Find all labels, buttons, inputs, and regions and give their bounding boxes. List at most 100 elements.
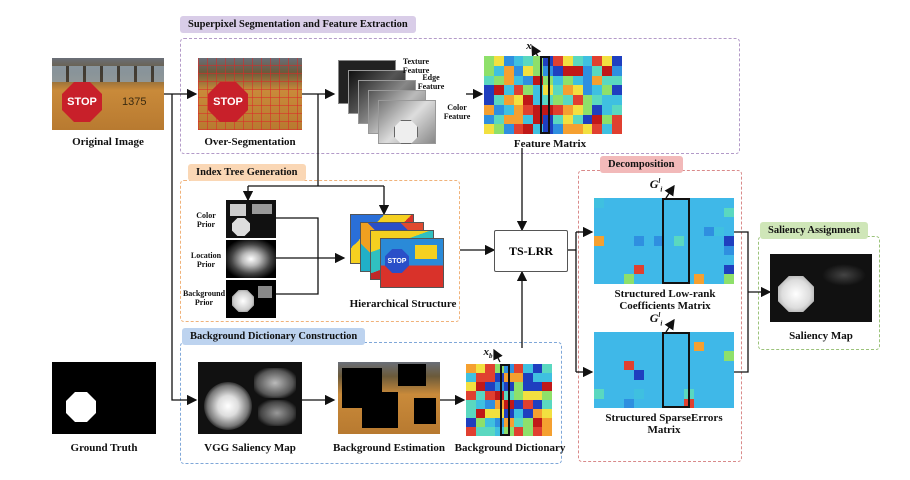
matrix-cell <box>523 95 534 105</box>
matrix-cell <box>694 398 704 408</box>
matrix-cell <box>714 389 724 399</box>
matrix-cell <box>624 351 634 361</box>
matrix-cell <box>664 332 674 342</box>
matrix-cell <box>503 124 514 134</box>
matrix-cell <box>654 389 664 399</box>
matrix-cell <box>654 398 664 408</box>
location-prior-image <box>226 240 276 278</box>
matrix-cell <box>724 236 734 246</box>
matrix-cell <box>694 264 704 275</box>
matrix-cell <box>614 207 624 218</box>
matrix-cell <box>714 341 724 351</box>
over-segmentation-label: Over-Segmentation <box>204 136 296 148</box>
matrix-cell <box>562 56 573 66</box>
matrix-cell <box>542 409 552 418</box>
matrix-cell <box>604 274 614 284</box>
matrix-cell <box>694 341 704 351</box>
matrix-cell <box>533 104 544 115</box>
matrix-cell <box>674 370 684 380</box>
matrix-cell <box>654 236 664 246</box>
matrix-cell <box>674 236 684 246</box>
matrix-cell <box>614 226 624 237</box>
sparse-errors-label: Structured SparseErrors Matrix <box>605 412 723 437</box>
matrix-cell <box>493 65 504 76</box>
matrix-cell <box>614 398 624 408</box>
matrix-cell <box>614 236 624 246</box>
matrix-cell <box>644 379 654 389</box>
matrix-cell <box>533 75 544 86</box>
matrix-cell <box>664 341 674 351</box>
matrix-cell <box>664 264 674 275</box>
matrix-cell <box>694 351 704 361</box>
matrix-cell <box>634 207 644 218</box>
matrix-cell <box>602 124 613 134</box>
matrix-cell <box>714 351 724 361</box>
matrix-cell <box>694 236 704 246</box>
matrix-cell <box>533 124 544 134</box>
matrix-cell <box>513 391 524 400</box>
matrix-cell <box>704 198 714 208</box>
matrix-cell <box>594 236 604 246</box>
matrix-cell <box>714 217 724 227</box>
matrix-cell <box>532 427 543 436</box>
matrix-cell <box>644 274 654 284</box>
ground-truth-image <box>52 362 156 434</box>
matrix-cell <box>634 341 644 351</box>
matrix-cell <box>562 75 573 86</box>
matrix-cell <box>523 124 534 134</box>
texture-feature-label: Texture Feature <box>402 57 430 75</box>
background-estimation-label: Background Estimation <box>333 442 445 454</box>
matrix-cell <box>466 418 476 427</box>
matrix-cell <box>494 418 505 427</box>
matrix-cell <box>604 379 614 389</box>
matrix-cell <box>654 370 664 380</box>
matrix-cell <box>572 104 583 115</box>
matrix-cell <box>724 370 734 380</box>
matrix-cell <box>503 56 514 66</box>
matrix-cell <box>484 104 494 115</box>
matrix-cell <box>592 114 603 125</box>
matrix-cell <box>475 418 486 427</box>
matrix-cell <box>634 255 644 265</box>
matrix-cell <box>654 264 664 275</box>
x-b-label: xb <box>483 346 493 361</box>
stop-text: STOP <box>67 96 97 108</box>
matrix-cell <box>694 370 704 380</box>
matrix-cell <box>612 85 622 95</box>
matrix-cell <box>612 65 622 76</box>
vgg-saliency-image <box>198 362 302 434</box>
matrix-cell <box>714 245 724 256</box>
matrix-cell <box>523 85 534 95</box>
matrix-cell <box>654 245 664 256</box>
matrix-cell <box>533 56 544 66</box>
matrix-cell <box>714 226 724 237</box>
matrix-cell <box>582 85 593 95</box>
matrix-cell <box>714 360 724 370</box>
matrix-cell <box>654 217 664 227</box>
sparse-errors-column-highlight <box>662 332 690 408</box>
x-i-label: xi <box>526 40 534 55</box>
matrix-cell <box>513 400 524 409</box>
matrix-cell <box>523 427 533 436</box>
matrix-cell <box>475 382 486 391</box>
matrix-cell <box>592 104 603 115</box>
matrix-cell <box>724 264 734 275</box>
matrix-cell <box>624 332 634 342</box>
matrix-cell <box>664 351 674 361</box>
matrix-cell <box>592 95 603 105</box>
matrix-cell <box>604 341 614 351</box>
matrix-cell <box>466 391 476 400</box>
matrix-cell <box>704 351 714 361</box>
matrix-cell <box>594 255 604 265</box>
matrix-cell <box>724 332 734 342</box>
matrix-cell <box>485 391 495 400</box>
background-prior-label: Background Prior <box>182 289 226 307</box>
matrix-cell <box>594 398 604 408</box>
matrix-cell <box>644 217 654 227</box>
matrix-cell <box>604 255 614 265</box>
matrix-cell <box>532 382 543 391</box>
matrix-cell <box>592 75 603 86</box>
matrix-cell <box>485 409 495 418</box>
matrix-cell <box>503 85 514 95</box>
g-i-low-rank-label: Gli <box>649 177 663 194</box>
